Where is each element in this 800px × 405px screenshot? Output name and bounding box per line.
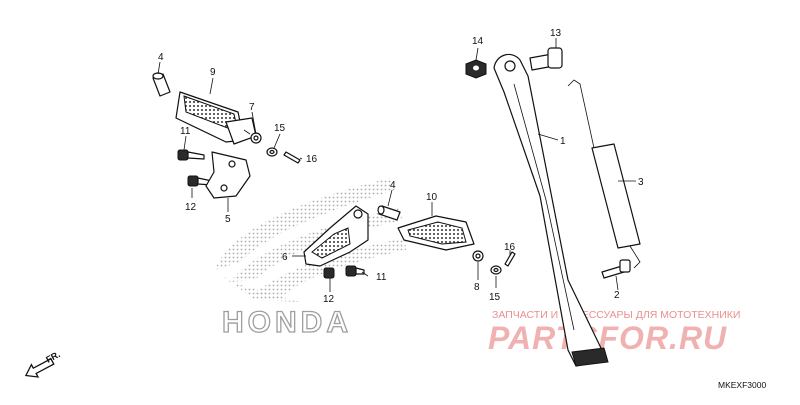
callout-11-lower: 11 xyxy=(376,272,387,283)
callout-12-upper: 12 xyxy=(185,202,197,213)
bolt-part-11-lower xyxy=(345,265,365,277)
bracket-part-5 xyxy=(205,151,251,199)
callout-16-upper: 16 xyxy=(306,154,318,165)
washer-part-15-lower xyxy=(490,265,502,275)
callout-5: 5 xyxy=(225,214,231,225)
washer-part-15-upper xyxy=(266,147,278,157)
spring-part-3 xyxy=(567,79,641,269)
front-direction-label: FR. xyxy=(44,349,61,365)
leader-lines xyxy=(157,38,636,292)
nut-part-14 xyxy=(465,59,487,79)
honda-watermark-text: HONDA xyxy=(222,306,352,339)
honda-wing-watermark xyxy=(215,178,406,302)
callout-15-upper: 15 xyxy=(274,123,286,134)
bolt-part-11-upper xyxy=(177,149,205,161)
callout-4-lower: 4 xyxy=(390,180,396,191)
callout-3: 3 xyxy=(638,177,644,188)
bolt-part-12-lower xyxy=(323,267,335,279)
bracket-part-6 xyxy=(303,205,369,267)
diagram-code: MKEXF3000 xyxy=(718,380,766,390)
collar-bolt-part-13 xyxy=(529,47,563,71)
callout-14: 14 xyxy=(472,36,484,47)
side-stand-part-1 xyxy=(493,53,609,367)
footpeg-part-10 xyxy=(397,215,475,251)
callout-9: 9 xyxy=(210,67,216,78)
callout-1: 1 xyxy=(560,136,566,147)
callout-10: 10 xyxy=(426,192,438,203)
pin-part-4-upper xyxy=(152,72,171,97)
callout-11-upper: 11 xyxy=(180,126,191,137)
pin-part-4-lower xyxy=(377,205,401,221)
shop-logo: PARTSFOR.RU xyxy=(488,320,727,356)
callout-7: 7 xyxy=(249,102,255,113)
callout-13: 13 xyxy=(550,28,562,39)
front-direction-arrow-icon xyxy=(24,357,55,378)
callout-6: 6 xyxy=(282,252,288,263)
callout-4-upper: 4 xyxy=(158,52,164,63)
shop-tagline: ЗАПЧАСТИ И АКСЕССУАРЫ ДЛЯ МОТОТЕХНИКИ xyxy=(492,309,740,321)
callout-12-lower: 12 xyxy=(323,294,335,305)
callout-16-lower: 16 xyxy=(504,242,516,253)
callout-8: 8 xyxy=(474,282,480,293)
callout-15-lower: 15 xyxy=(489,292,501,303)
spring-part-8 xyxy=(472,250,484,262)
callout-labels: 1 2 3 4 4 5 6 7 8 9 10 11 11 12 12 13 14… xyxy=(158,28,644,305)
bolt-part-2 xyxy=(601,259,631,279)
footpeg-part-9 xyxy=(175,91,257,145)
callout-2: 2 xyxy=(614,290,620,301)
cotter-pin-part-16-upper xyxy=(283,151,301,164)
